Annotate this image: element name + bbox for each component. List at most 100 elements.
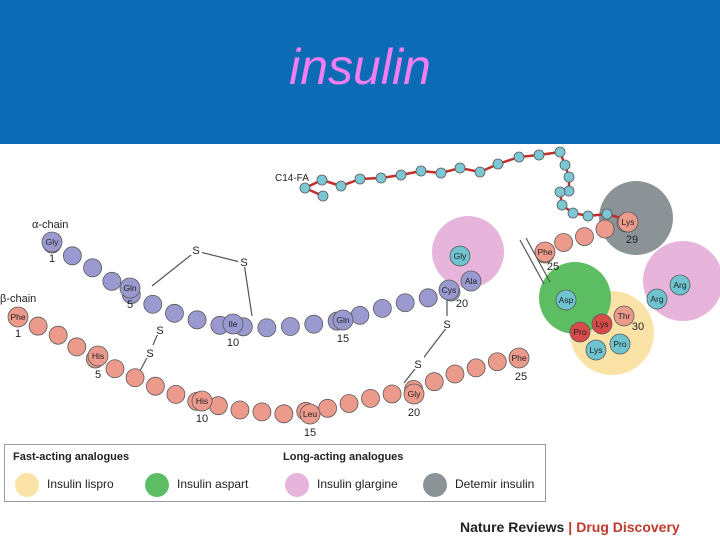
- fatty-acid-carbon: [563, 185, 575, 197]
- fatty-acid-carbon: [335, 180, 347, 192]
- alpha-residue: [280, 317, 300, 336]
- c14-fa-label: C14-FA: [275, 173, 309, 184]
- residue-name: Gly: [46, 237, 60, 247]
- beta-residue: [466, 358, 486, 378]
- disulfide-bond: [151, 250, 253, 317]
- fatty-acid-carbon: [415, 165, 427, 177]
- fatty-acid-carbon: [582, 210, 594, 222]
- alpha-chain-label: α-chain: [32, 219, 68, 231]
- fatty-acid-carbon: [354, 173, 366, 185]
- sulfur-label-bg: [412, 356, 424, 369]
- residue-name: Gln: [123, 283, 137, 293]
- beta-residue: [125, 368, 145, 388]
- slide-title: insulin: [289, 39, 431, 95]
- residue-number: 1: [49, 253, 55, 265]
- legend-label: Insulin lispro: [47, 477, 114, 491]
- alpha-residue: [83, 258, 102, 278]
- alpha-residue: [102, 271, 122, 291]
- fatty-acid-carbon: [554, 186, 566, 198]
- detemir-swatch: [423, 473, 447, 497]
- residue-number: 10: [227, 337, 239, 349]
- beta-chain-label: β-chain: [0, 293, 36, 305]
- residue-number: 5: [95, 369, 101, 381]
- alpha-residue: [372, 298, 392, 318]
- beta-residue: [445, 364, 465, 384]
- journal-name: Drug Discovery: [576, 519, 680, 535]
- beta-residue: [575, 227, 594, 246]
- alpha-residue-21: [460, 270, 482, 292]
- publisher-name: Nature Reviews: [460, 519, 565, 535]
- beta-residue: [252, 402, 272, 422]
- residue-name: Gly: [408, 389, 422, 399]
- beta-residue-15: [299, 403, 321, 425]
- sulfur-atom-label: S: [192, 245, 199, 257]
- residue-number: 29: [626, 234, 638, 246]
- alpha-residue: [257, 318, 277, 338]
- alpha-residue: [143, 294, 163, 314]
- fatty-acid-carbon: [474, 166, 486, 178]
- lispro-swatch: [15, 473, 39, 497]
- residue-name: His: [196, 396, 208, 406]
- beta-residue: [554, 233, 573, 252]
- sulfur-atom-label: S: [240, 257, 247, 269]
- fatty-acid-carbon: [435, 167, 447, 179]
- glargine-swatch: [285, 473, 309, 497]
- alpha-residue: [62, 246, 82, 266]
- title-banner: [0, 0, 720, 144]
- beta-residue: [230, 400, 250, 420]
- residue-name: Asp: [559, 295, 574, 305]
- alpha-residue: [395, 293, 415, 313]
- fatty-acid-carbon: [316, 174, 328, 186]
- residue-name: Phe: [10, 312, 25, 322]
- fatty-acid-carbon: [454, 162, 466, 174]
- residue-number: 25: [515, 371, 527, 383]
- beta-residue-10: [191, 390, 213, 412]
- alpha-residue: [187, 310, 207, 330]
- credit-separator: |: [568, 519, 573, 535]
- alpha-residue-5: [119, 277, 141, 299]
- beta-residue: [105, 359, 125, 379]
- beta-residue: [146, 376, 165, 396]
- sulfur-atom-label: S: [146, 348, 153, 360]
- sulfur-atom-label: S: [156, 325, 163, 337]
- lispro-pro-residue: [609, 333, 631, 355]
- residue-name: Lys: [596, 319, 609, 329]
- beta-residue-29: [617, 211, 639, 233]
- beta-residue: [382, 384, 402, 404]
- beta-residue-25: [508, 347, 530, 369]
- fatty-acid-carbon: [601, 208, 613, 220]
- alpha-residue: [304, 314, 324, 334]
- sulfur-label-bg: [154, 322, 166, 335]
- legend-label: Insulin aspart: [177, 477, 249, 491]
- glargine-gly-residue: [449, 245, 471, 267]
- sulfur-label-bg: [144, 345, 156, 358]
- beta-residue: [595, 219, 615, 239]
- residue-number: 25: [547, 261, 559, 273]
- beta-residue: [487, 352, 507, 372]
- legend-heading-fast: Fast-acting analogues: [13, 451, 130, 463]
- beta-residue-1: [7, 306, 29, 328]
- residue-name: Lys: [622, 217, 635, 227]
- residue-name: Gln: [336, 315, 350, 325]
- residue-name: Phe: [537, 247, 552, 257]
- beta-residue: [67, 337, 87, 357]
- residue-name: Leu: [303, 409, 317, 419]
- pro-residue: [569, 321, 591, 343]
- fatty-acid-carbon: [317, 190, 329, 202]
- fatty-acid-link: [301, 150, 628, 222]
- fatty-acid-carbon: [299, 182, 311, 194]
- residue-name: Arg: [650, 294, 664, 304]
- residue-number: 5: [127, 299, 133, 311]
- residue-name: Ile: [229, 319, 238, 329]
- alpha-residue-20: [438, 279, 460, 301]
- residue-name: Cys: [442, 285, 457, 295]
- aspart-asp-residue: [555, 289, 577, 311]
- sulfur-label-bg: [190, 242, 202, 255]
- residue-name: Phe: [511, 353, 526, 363]
- fatty-acid-carbon: [395, 169, 407, 181]
- lispro-lys-residue: [585, 339, 607, 361]
- alpha-residue-15: [332, 309, 354, 331]
- fatty-acid-carbon: [513, 151, 525, 163]
- residue-number: 10: [196, 413, 208, 425]
- fatty-acid-carbon: [559, 159, 571, 171]
